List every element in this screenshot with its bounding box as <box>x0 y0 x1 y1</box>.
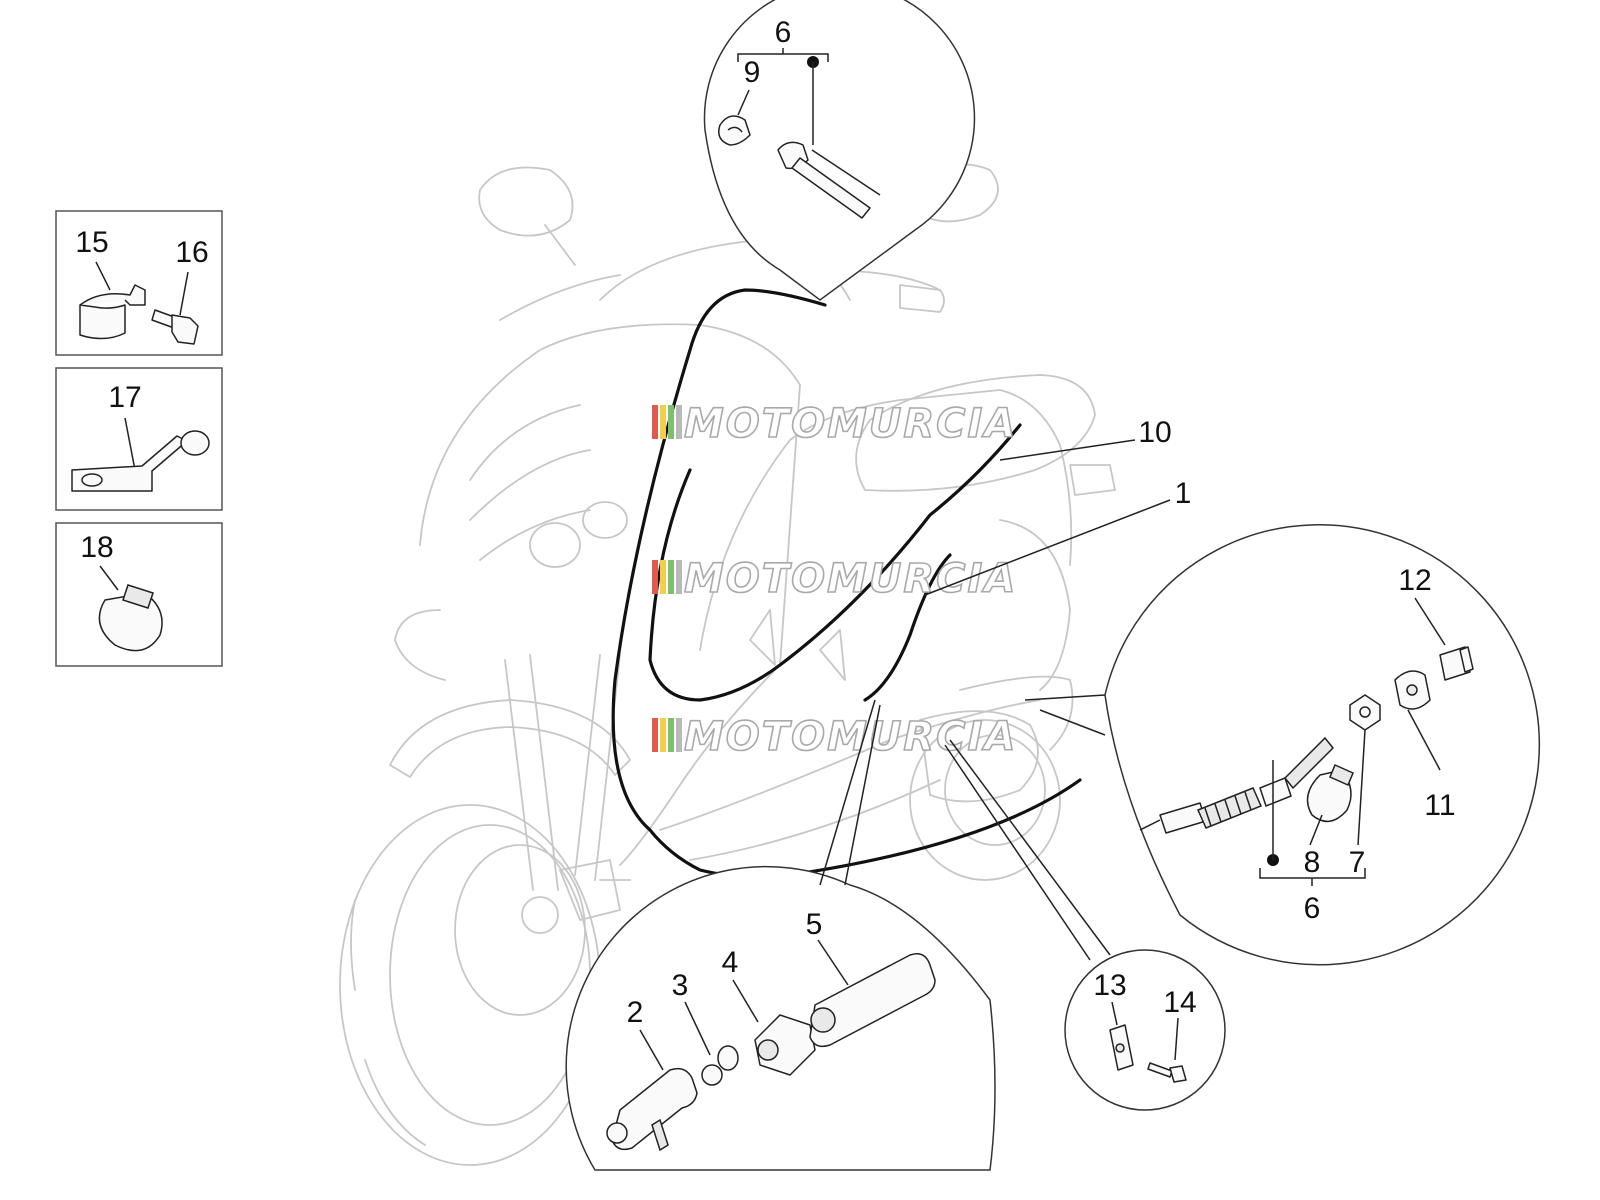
label-8: 8 <box>1304 846 1321 879</box>
clip-part-9 <box>718 115 751 146</box>
bracket-part-17 <box>71 430 210 492</box>
label-15: 15 <box>75 226 108 259</box>
bolt-part-12 <box>1439 646 1474 681</box>
clamp-part-15 <box>79 284 146 340</box>
watermark-2: MOTOMURCIA <box>652 555 1017 603</box>
callout-top-handlebar: 6 9 <box>703 0 976 301</box>
label-12: 12 <box>1398 564 1431 597</box>
inset-box-18: 18 <box>55 522 223 667</box>
inset-box-15-16: 15 16 <box>55 210 223 356</box>
cable-end-part-6-top <box>777 141 881 219</box>
label-9: 9 <box>744 56 761 89</box>
inset-box-17: 17 <box>55 367 223 511</box>
label-2: 2 <box>627 996 644 1029</box>
rear-cable-run <box>863 553 952 702</box>
callout-small-fastener: 13 14 <box>944 739 1226 1111</box>
watermark-text: MOTOMURCIA <box>684 556 1017 602</box>
washer-part-3 <box>701 1045 739 1086</box>
label-6-top: 6 <box>775 16 792 49</box>
bushing-part-4 <box>754 1014 816 1076</box>
label-4: 4 <box>722 946 739 979</box>
label-13: 13 <box>1093 969 1126 1002</box>
nut-part-7 <box>1349 694 1381 731</box>
main-leaders: 10 1 <box>924 416 1192 596</box>
throttle-cable-run <box>611 288 1082 879</box>
screw-part-14 <box>1147 1062 1187 1083</box>
label-7: 7 <box>1349 846 1366 879</box>
watermark-3: MOTOMURCIA <box>652 713 1017 761</box>
bracket-part-11 <box>1394 670 1431 710</box>
label-16: 16 <box>175 236 208 269</box>
label-3: 3 <box>672 969 689 1002</box>
clamp-part-18 <box>98 584 163 652</box>
brake-cable-run <box>648 423 1022 702</box>
clip-part-13 <box>1109 1024 1134 1071</box>
label-10: 10 <box>1138 416 1171 449</box>
cable-runs <box>611 288 1082 879</box>
clamp-part-8 <box>1306 764 1354 823</box>
label-11: 11 <box>1424 789 1455 822</box>
watermark-text: MOTOMURCIA <box>684 714 1017 760</box>
label-14: 14 <box>1163 986 1196 1019</box>
scooter-ghost-outline <box>339 163 1116 1166</box>
label-18: 18 <box>80 531 113 564</box>
label-17: 17 <box>108 381 141 414</box>
callout-right-cable-adjuster: 12 11 7 8 6 <box>1024 523 1540 966</box>
label-5: 5 <box>806 908 823 941</box>
label-6-right: 6 <box>1304 892 1321 925</box>
cable-adjuster-assembly <box>1139 736 1335 834</box>
callout-bottom-throttle-parts: 2 3 4 5 <box>565 699 996 1171</box>
watermark-text: MOTOMURCIA <box>684 401 1017 447</box>
bolt-part-16 <box>151 309 199 345</box>
watermark-1: MOTOMURCIA <box>652 400 1017 448</box>
tube-part-5 <box>809 953 936 1048</box>
sleeve-part-2 <box>606 1067 698 1152</box>
label-1: 1 <box>1175 477 1192 510</box>
